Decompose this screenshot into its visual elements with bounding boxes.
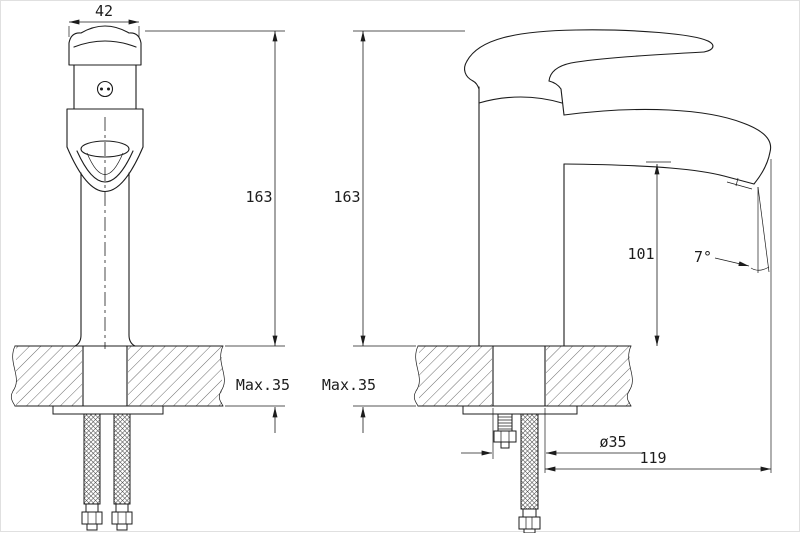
side-mount-hole	[492, 345, 546, 407]
dim-spout-angle: 7°	[694, 186, 770, 273]
dim-label-side-counter-max: Max.35	[322, 376, 376, 394]
dim-side-height: 163	[333, 30, 465, 347]
front-view: 42 163 Max.35	[10, 2, 290, 531]
dim-spout-reach: 119	[545, 159, 772, 473]
side-handle	[464, 29, 714, 104]
dim-label-spout-height: 101	[627, 245, 654, 263]
hot-cold-indicator	[96, 80, 114, 98]
dim-label-spout-reach: 119	[639, 449, 666, 467]
dim-label-front-counter-max: Max.35	[236, 376, 290, 394]
dim-front-top-width: 42	[68, 2, 140, 37]
side-under-counter	[462, 405, 578, 533]
threaded-stud	[493, 413, 517, 449]
aerator	[726, 177, 753, 190]
dim-label-front-height: 163	[245, 188, 272, 206]
side-view: 163 Max.35 101 7° ø35	[322, 29, 772, 533]
supply-hose-left	[81, 413, 103, 531]
side-mounting-plate	[462, 405, 578, 415]
dim-label-side-height: 163	[333, 188, 360, 206]
dim-label-spout-angle: 7°	[694, 248, 712, 266]
dim-side-spout-height: 101	[627, 161, 671, 346]
dim-front-height: 163	[145, 30, 285, 347]
dim-hole-diameter: ø35	[461, 408, 641, 473]
front-indicator-body	[73, 64, 137, 110]
dim-label-top-width: 42	[95, 2, 113, 20]
mounting-plate	[52, 405, 164, 415]
dim-front-counter-max: Max.35	[225, 376, 290, 433]
dim-label-hole-diameter: ø35	[599, 433, 626, 451]
side-counter	[413, 345, 633, 407]
spout-mouth	[80, 140, 130, 158]
side-spout	[563, 108, 772, 190]
front-under-counter	[52, 405, 164, 531]
side-supply-hose	[518, 413, 541, 533]
front-handle-cap	[68, 25, 142, 66]
front-counter	[10, 345, 225, 407]
front-mount-hole	[82, 345, 128, 407]
front-column	[74, 117, 136, 349]
dim-side-counter-max: Max.35	[322, 376, 416, 433]
side-column	[478, 86, 565, 347]
supply-hose-right	[111, 413, 133, 531]
